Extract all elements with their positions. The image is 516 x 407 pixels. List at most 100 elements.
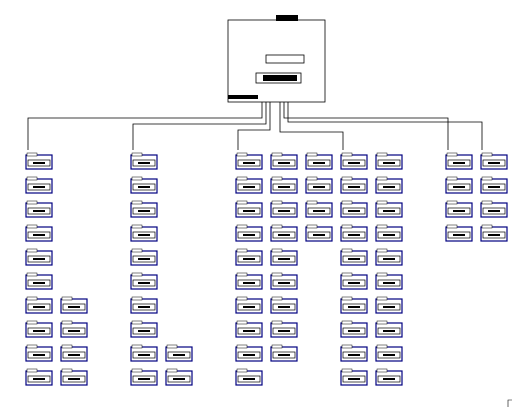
- panel-tag: [131, 344, 143, 349]
- panel-bar: [453, 186, 465, 188]
- panel-bar: [348, 186, 360, 188]
- device-panel: [375, 224, 403, 242]
- device-panel: [480, 176, 508, 194]
- panel-tag: [26, 152, 38, 157]
- panel-tag: [236, 296, 248, 301]
- panel-tag: [26, 200, 38, 205]
- device-panel: [25, 176, 53, 194]
- device-panel: [375, 368, 403, 386]
- panel-tag: [376, 224, 388, 229]
- panel-bar: [488, 186, 500, 188]
- device-panel: [270, 200, 298, 218]
- panel-bar: [138, 258, 150, 260]
- panel-bar: [348, 162, 360, 164]
- device-panel: [270, 320, 298, 338]
- panel-tag: [481, 224, 493, 229]
- panel-bar: [243, 186, 255, 188]
- panel-bar: [278, 330, 290, 332]
- device-panel: [340, 344, 368, 362]
- panel-bar: [348, 258, 360, 260]
- panel-bar: [243, 378, 255, 380]
- central-control-box: [227, 15, 326, 103]
- panel-bar: [383, 330, 395, 332]
- device-panel: [235, 296, 263, 314]
- device-panel: [305, 176, 333, 194]
- device-panel: [235, 344, 263, 362]
- panel-bar: [243, 306, 255, 308]
- device-panel: [130, 320, 158, 338]
- panel-bar: [313, 162, 325, 164]
- device-panel: [60, 368, 88, 386]
- panel-tag: [341, 296, 353, 301]
- panel-tag: [446, 152, 458, 157]
- panel-tag: [341, 176, 353, 181]
- device-panel: [25, 320, 53, 338]
- device-panel: [130, 272, 158, 290]
- panel-tag: [481, 200, 493, 205]
- panel-tag: [271, 224, 283, 229]
- device-panel: [235, 320, 263, 338]
- panel-bar: [453, 234, 465, 236]
- device-panel: [340, 176, 368, 194]
- panel-bar: [278, 234, 290, 236]
- device-panel: [340, 152, 368, 170]
- device-panel: [60, 296, 88, 314]
- panel-tag: [341, 152, 353, 157]
- panel-bar: [453, 210, 465, 212]
- device-panel: [305, 200, 333, 218]
- device-panel: [130, 344, 158, 362]
- panel-tag: [131, 248, 143, 253]
- panel-bar: [33, 210, 45, 212]
- panel-tag: [26, 320, 38, 325]
- device-panel: [25, 272, 53, 290]
- device-panel: [340, 248, 368, 266]
- device-panel: [340, 368, 368, 386]
- trunk-line: [132, 83, 267, 150]
- panel-bar: [33, 306, 45, 308]
- panel-bar: [278, 282, 290, 284]
- panel-bar: [68, 378, 80, 380]
- device-panel: [340, 272, 368, 290]
- panel-bar: [138, 354, 150, 356]
- device-panel: [340, 320, 368, 338]
- panel-tag: [271, 344, 283, 349]
- panel-bar: [138, 378, 150, 380]
- device-panel: [130, 200, 158, 218]
- device-panel: [445, 176, 473, 194]
- panel-tag: [376, 368, 388, 373]
- device-panel: [270, 296, 298, 314]
- panel-bar: [243, 234, 255, 236]
- panel-tag: [26, 344, 38, 349]
- trunk-line: [279, 83, 344, 150]
- panel-tag: [306, 176, 318, 181]
- panel-bar: [313, 186, 325, 188]
- panel-tag: [481, 176, 493, 181]
- switch-port-strip: [263, 75, 297, 81]
- device-panel: [235, 368, 263, 386]
- device-panel: [375, 344, 403, 362]
- device-panel: [270, 152, 298, 170]
- panel-bar: [138, 234, 150, 236]
- panel-bar: [383, 234, 395, 236]
- panel-bar: [278, 162, 290, 164]
- panel-tag: [306, 200, 318, 205]
- panel-bar: [173, 354, 185, 356]
- panel-bar: [488, 162, 500, 164]
- device-panel: [270, 224, 298, 242]
- panel-bar: [348, 282, 360, 284]
- panel-tag: [446, 224, 458, 229]
- panel-tag: [26, 176, 38, 181]
- device-panel: [270, 344, 298, 362]
- device-panel: [25, 224, 53, 242]
- device-panel: [375, 152, 403, 170]
- panel-bar: [383, 210, 395, 212]
- panel-bar: [278, 258, 290, 260]
- panel-tag: [131, 296, 143, 301]
- device-panel: [375, 272, 403, 290]
- panel-bar: [138, 186, 150, 188]
- panel-bar: [278, 306, 290, 308]
- panel-bar: [348, 330, 360, 332]
- panel-bar: [383, 282, 395, 284]
- panel-tag: [271, 272, 283, 277]
